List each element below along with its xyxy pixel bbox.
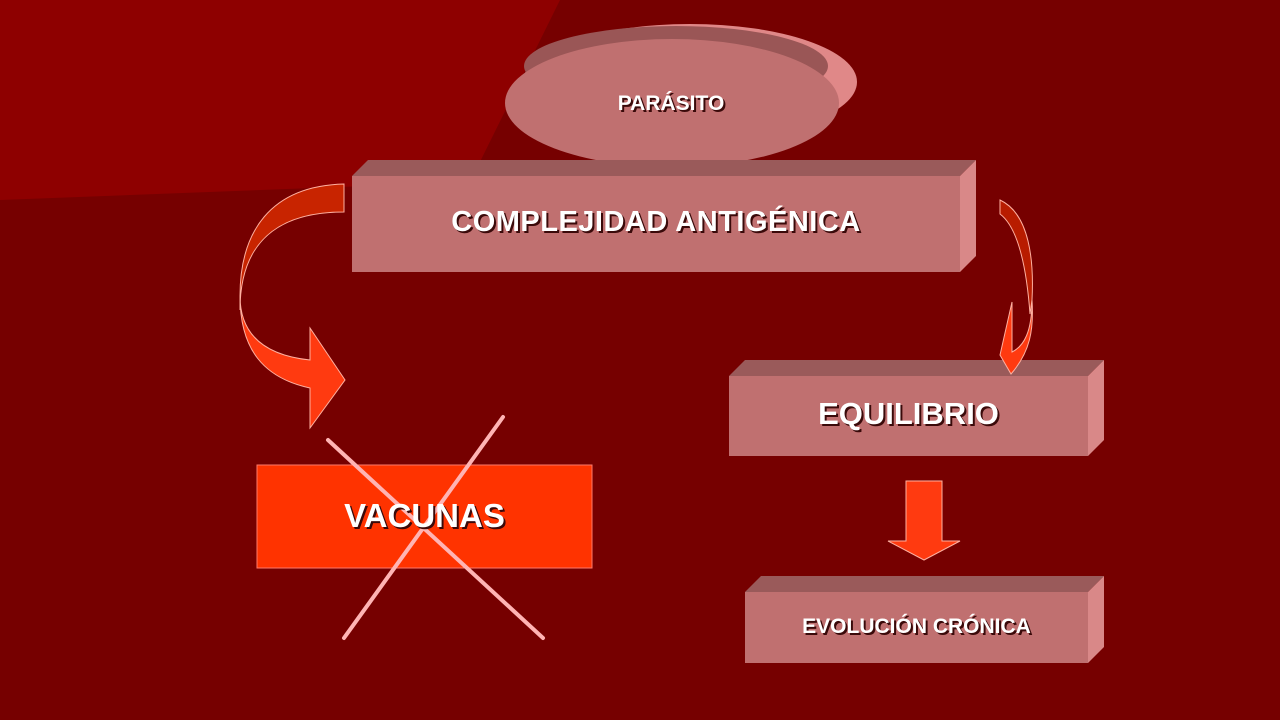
vaccines-label: VACUNAS <box>344 497 505 534</box>
right-curved-arrow <box>999 199 1033 375</box>
cross-out-mark <box>326 415 545 640</box>
down-arrow <box>887 480 961 561</box>
antigenic-complexity-label: COMPLEJIDAD ANTIGÉNICA <box>451 206 861 238</box>
chronic-evolution-box <box>745 576 1104 663</box>
vaccines-box <box>256 464 593 569</box>
balance-label: EQUILIBRIO <box>818 396 999 431</box>
background-highlight <box>0 0 560 200</box>
parasite-ellipse <box>505 24 857 167</box>
chronic-evolution-label: EVOLUCIÓN CRÓNICA <box>802 615 1031 638</box>
parasite-label: PARÁSITO <box>617 92 725 115</box>
left-curved-arrow <box>239 183 346 430</box>
antigenic-complexity-box <box>352 160 976 272</box>
